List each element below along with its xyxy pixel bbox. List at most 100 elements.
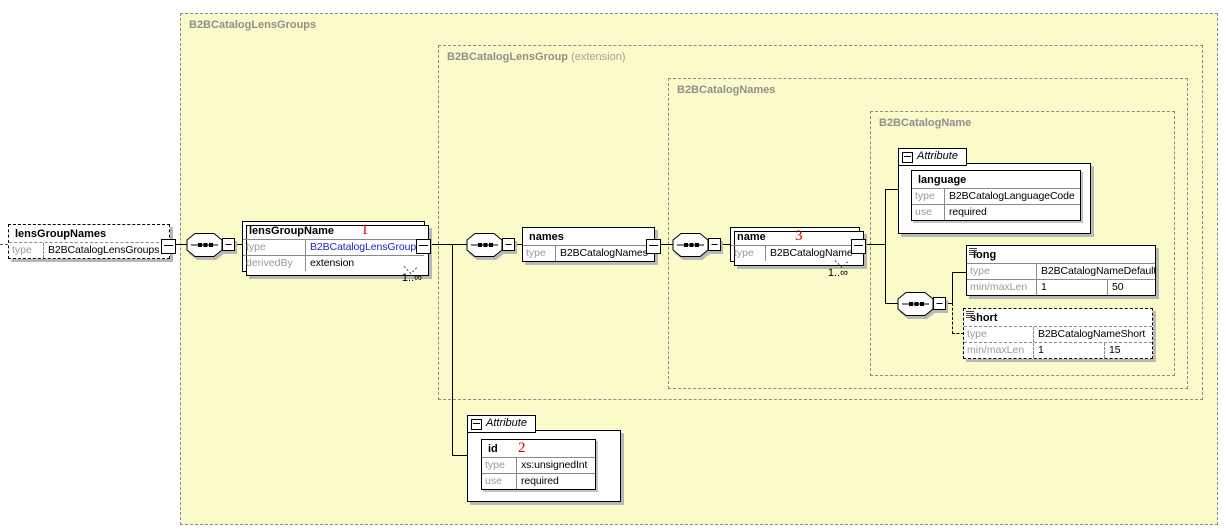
region-label: B2BCatalogName (879, 117, 971, 129)
connector-line (944, 303, 953, 304)
row-label: use (912, 205, 945, 220)
region-label-text: B2BCatalogLensGroup (447, 51, 569, 63)
row-value: B2BCatalogLanguageCode (949, 190, 1075, 202)
attribute-container-language: Attribute language type B2BCatalogLangua… (898, 148, 1091, 234)
attribute-box-language[interactable]: language type B2BCatalogLanguageCode use… (911, 170, 1081, 221)
connector-line (512, 244, 523, 245)
element-box-names[interactable]: names type B2BCatalogNames (522, 227, 661, 262)
max-value: 50 (1112, 281, 1124, 293)
connector-line (952, 272, 953, 304)
row-label: type (967, 264, 1037, 279)
text-content-icon (969, 248, 977, 255)
element-box-long[interactable]: long type B2BCatalogNameDefault min/maxL… (966, 245, 1156, 296)
element-title: lensGroupNames (15, 228, 107, 240)
connector-line (952, 272, 967, 273)
row-label: type (912, 189, 945, 204)
element-box-short[interactable]: short type B2BCatalogNameShort min/maxLe… (963, 308, 1153, 359)
type-link[interactable]: B2BCatalogLensGroup (310, 241, 417, 253)
row-label: type (964, 327, 1034, 342)
collapse-button[interactable] (646, 239, 661, 254)
collapse-minus-icon[interactable] (902, 152, 913, 163)
type-row: type B2BCatalogNameShort (964, 326, 1152, 342)
type-row: type B2BCatalogLensGroups (9, 242, 169, 258)
collapse-minus-icon[interactable] (471, 419, 482, 430)
sequence-compositor-icon[interactable] (897, 291, 947, 317)
row-value: B2BCatalogNames (560, 247, 648, 259)
annotation-number: 3 (795, 228, 803, 244)
occurrence-label: 1..∞ (401, 272, 422, 284)
attribute-title: language (918, 174, 967, 186)
region-label-suffix: (extension) (571, 51, 626, 63)
attribute-box-id[interactable]: id 2 type xs:unsignedInt use required (481, 439, 596, 490)
element-box-lensgroupnames[interactable]: lensGroupNames type B2BCatalogLensGroups (8, 224, 176, 259)
sequence-compositor-icon[interactable] (466, 232, 516, 258)
attribute-title: id 2 (482, 440, 595, 457)
connector-line (952, 303, 953, 334)
row-label: min/maxLen (967, 280, 1037, 295)
element-title: lensGroupName 1 (243, 222, 424, 239)
connector-line (429, 244, 467, 245)
use-row: use required (482, 473, 595, 489)
row-value: B2BCatalogLensGroups (48, 244, 160, 256)
max-value: 15 (1109, 344, 1121, 356)
connector-line (235, 244, 243, 245)
connector-line (172, 244, 187, 245)
attribute-tab[interactable]: Attribute (467, 415, 536, 433)
attribute-title-text: id (488, 443, 498, 455)
row-label: min/maxLen (964, 343, 1034, 358)
sequence-compositor-icon[interactable] (672, 232, 722, 258)
minmaxlen-row: min/maxLen 1 50 (967, 279, 1155, 295)
collapse-button[interactable] (416, 239, 431, 254)
row-value: extension (310, 257, 355, 269)
element-title-text: short (970, 312, 998, 324)
attribute-tab[interactable]: Attribute (898, 148, 967, 166)
element-box-lensgroupname[interactable]: lensGroupName 1 type B2BCatalogLensGroup… (242, 221, 431, 276)
occurrence-chevron-icon (834, 260, 850, 269)
row-value: xs:unsignedInt (521, 459, 588, 471)
connector-line (452, 455, 481, 456)
element-title: short (964, 309, 1152, 326)
occurrence-label: 1..∞ (827, 267, 848, 279)
element-title-text: lensGroupName (249, 225, 334, 237)
connector-line (658, 244, 674, 245)
collapse-button[interactable] (161, 239, 176, 254)
connector-line (885, 303, 899, 304)
connector-line (452, 244, 453, 456)
type-row: type B2BCatalogNames (523, 245, 654, 261)
minmaxlen-row: min/maxLen 1 15 (964, 342, 1152, 358)
min-value: 1 (1037, 280, 1108, 295)
element-box-name[interactable]: name 3 type B2BCatalogName (730, 227, 866, 266)
type-row: type B2BCatalogLensGroup (243, 239, 424, 255)
region-label-text: B2BCatalogLensGroups (189, 19, 317, 31)
region-label-text: B2BCatalogNames (677, 84, 776, 96)
element-title-text: long (973, 249, 997, 261)
row-label: derivedBy (243, 256, 306, 271)
row-label: type (731, 246, 766, 261)
row-label: type (243, 240, 306, 255)
attribute-container-id: Attribute id 2 type xs:unsignedInt use r… (467, 415, 621, 502)
attribute-tab-label: Attribute (486, 417, 527, 429)
annotation-number: 1 (361, 222, 369, 238)
sequence-compositor-icon[interactable] (186, 232, 236, 258)
region-label: B2BCatalogNames (677, 84, 775, 96)
text-content-icon (966, 311, 974, 318)
type-row: type B2BCatalogLanguageCode (912, 188, 1080, 204)
connector-line (952, 333, 964, 334)
use-row: use required (912, 204, 1080, 220)
type-row: type B2BCatalogNameDefault (967, 263, 1156, 279)
element-title-text: name (737, 231, 766, 243)
row-value: required (521, 475, 559, 487)
element-title: names (529, 231, 564, 243)
region-label: B2BCatalogLensGroups (189, 19, 316, 31)
row-label: type (9, 243, 44, 258)
annotation-number: 2 (518, 440, 526, 456)
type-row: type xs:unsignedInt (482, 457, 595, 473)
row-value: required (949, 206, 987, 218)
row-label: type (523, 246, 556, 261)
collapse-button[interactable] (851, 239, 866, 254)
element-title: long (967, 246, 1155, 263)
row-value: B2BCatalogNameShort (1038, 328, 1146, 340)
region-label-text: B2BCatalogName (879, 117, 972, 129)
derivedby-row: derivedBy extension (243, 255, 424, 271)
